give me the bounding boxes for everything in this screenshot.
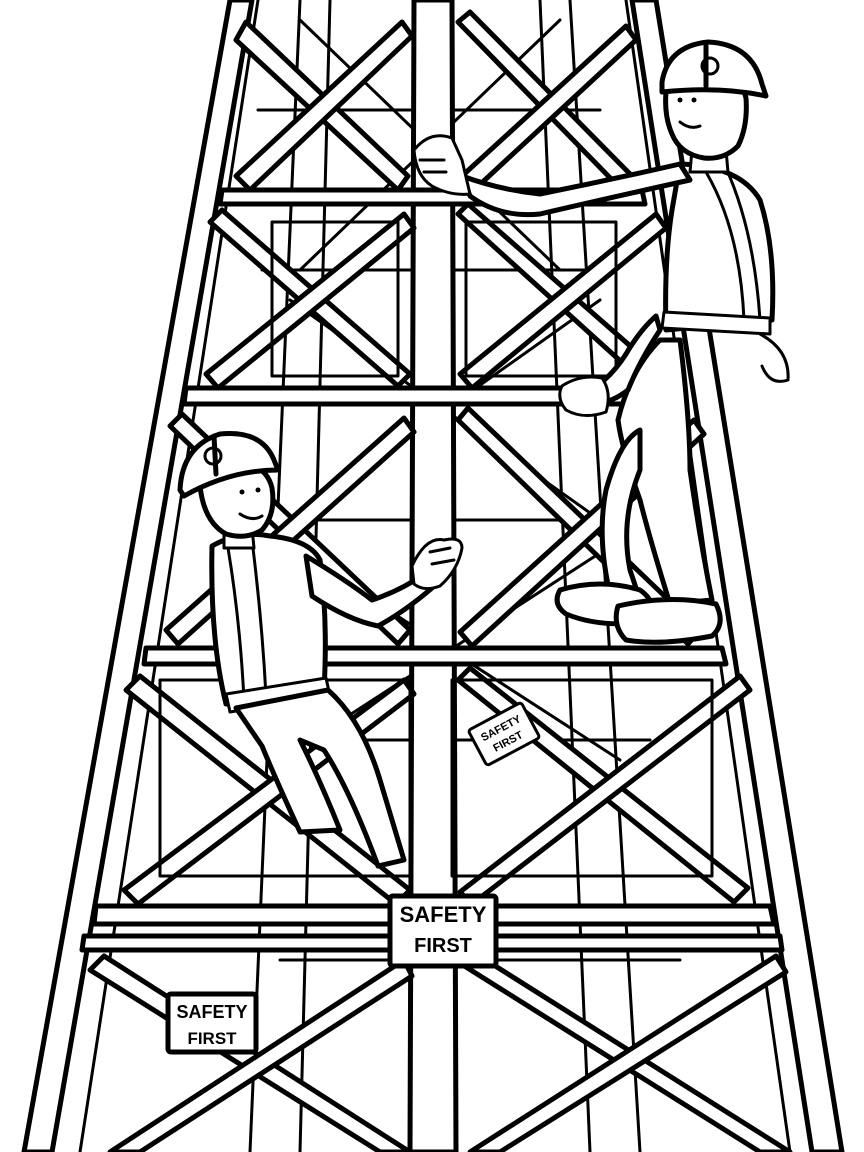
sign-center-line2: FIRST <box>414 935 472 957</box>
sign-small-tilted: SAFETY FIRST <box>467 701 541 767</box>
worker-upper-right <box>412 39 790 645</box>
sign-lower-left-line2: FIRST <box>187 1029 237 1048</box>
sign-center-line1: SAFETY <box>400 902 487 927</box>
sign-center: SAFETY FIRST <box>387 893 499 969</box>
worker-lower-left <box>177 431 464 869</box>
sign-lower-left: SAFETY FIRST <box>165 991 259 1055</box>
sign-lower-left-line1: SAFETY <box>176 1002 247 1022</box>
